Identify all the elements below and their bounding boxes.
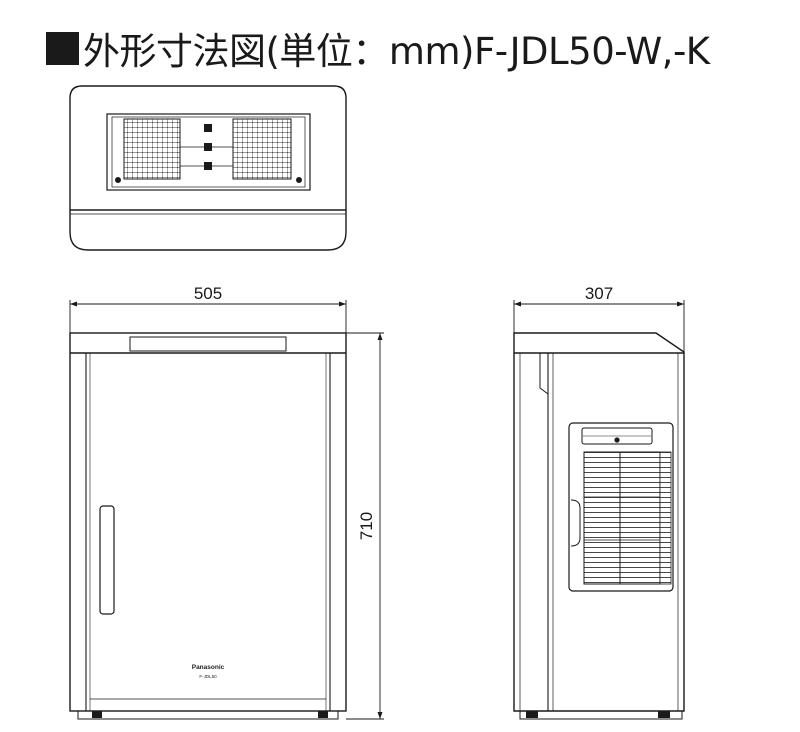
width-value: 505 [194, 284, 222, 303]
depth-dimension [513, 300, 685, 352]
front-view [69, 332, 347, 720]
title-text: 外形寸法図(単位：mm)F-JDL50-W,-K [83, 30, 710, 73]
top-view [69, 85, 347, 251]
height-dimension [346, 332, 384, 720]
drawing-title: 外形寸法図(単位：mm)F-JDL50-W,-K [46, 20, 710, 76]
model-label: F-JDL50 [199, 674, 217, 679]
width-dimension [69, 300, 347, 333]
title-square-mark [46, 31, 79, 65]
height-value: 710 [357, 512, 376, 540]
side-view [513, 332, 685, 720]
brand-label: Panasonic [192, 664, 225, 671]
depth-value: 307 [585, 284, 613, 303]
